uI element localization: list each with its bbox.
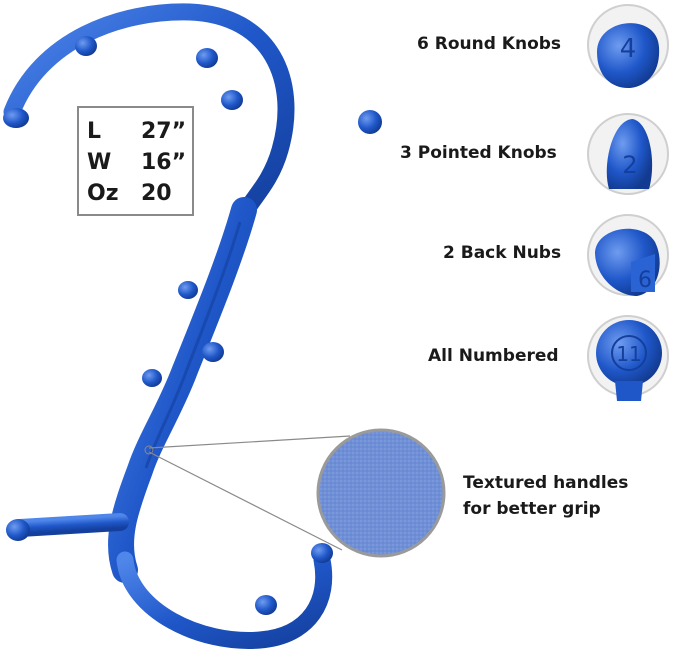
spec-value: 27” (141, 119, 187, 144)
spec-row-length: L 27” (87, 116, 192, 147)
knob (221, 90, 243, 110)
spec-key: W (87, 150, 112, 175)
feature-label-pointed-knobs: 3 Pointed Knobs (400, 143, 557, 163)
round-knob-thumbnail: 4 (587, 4, 669, 88)
pointed-knob-thumbnail: 2 (587, 113, 669, 195)
feature-label-round-knobs: 6 Round Knobs (417, 34, 562, 54)
back-nub-thumbnail: 6 (587, 214, 669, 296)
spec-key: L (87, 119, 102, 144)
feature-label-back-nubs: 2 Back Nubs (443, 243, 562, 263)
texture-callout-text: Textured handles for better grip (463, 470, 628, 522)
knob (255, 595, 277, 615)
knob (178, 281, 198, 299)
spec-row-width: W 16” (87, 147, 192, 178)
knob-number: 11 (616, 342, 641, 366)
spec-value: 20 (141, 181, 172, 206)
spec-row-weight: Oz 20 (87, 178, 192, 209)
numbered-knob-thumbnail: 11 (587, 315, 669, 401)
lower-handle-end-knob (6, 519, 30, 541)
knob-number: 6 (638, 268, 652, 293)
callout-line (148, 451, 343, 551)
upper-hook-arc (3, 3, 295, 224)
hook-tip-knob (3, 108, 29, 128)
spec-box: L 27” W 16” Oz 20 (77, 106, 194, 216)
spec-value: 16” (141, 150, 187, 175)
knob (202, 342, 224, 362)
texture-callout-line1: Textured handles (463, 473, 629, 493)
spec-key: Oz (87, 181, 119, 206)
knob-number: 2 (622, 151, 637, 179)
callout-line (148, 435, 351, 449)
texture-magnifier (316, 428, 446, 558)
lower-handle (11, 513, 129, 537)
texture-callout-line2: for better grip (463, 499, 601, 519)
knob (196, 48, 218, 68)
knob (142, 369, 162, 387)
lower-hook-arc (116, 551, 333, 649)
upper-handle-end-knob (358, 110, 382, 134)
knob (75, 36, 97, 56)
lower-hook-tip-knob (311, 543, 333, 563)
knob-number: 4 (620, 34, 637, 64)
feature-label-all-numbered: All Numbered (428, 346, 559, 366)
